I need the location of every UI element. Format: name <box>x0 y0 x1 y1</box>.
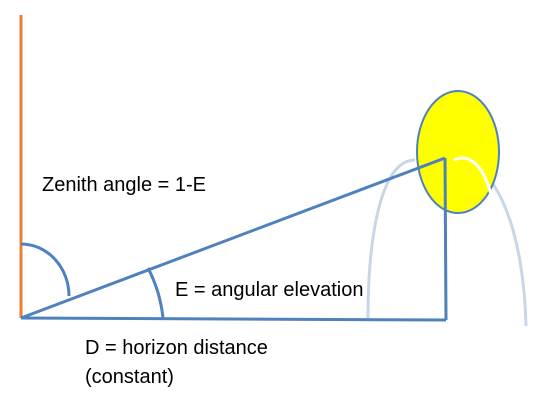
sun-path-arc-left <box>366 158 416 319</box>
distance-label: D = horizon distance <box>85 337 268 359</box>
sun-height-line <box>443 157 448 321</box>
elevation-label: E = angular elevation <box>175 279 364 301</box>
elevation-angle-arc <box>146 267 165 319</box>
zenith-angle-label: Zenith angle = 1-E <box>42 174 206 196</box>
distance-constant-label: (constant) <box>85 366 174 388</box>
sun-path-arc-inner <box>453 156 494 201</box>
line-of-sight-line <box>20 156 446 320</box>
zenith-angle-arc <box>20 242 71 297</box>
sun-icon <box>416 90 500 214</box>
horizon-distance-line <box>20 316 447 322</box>
